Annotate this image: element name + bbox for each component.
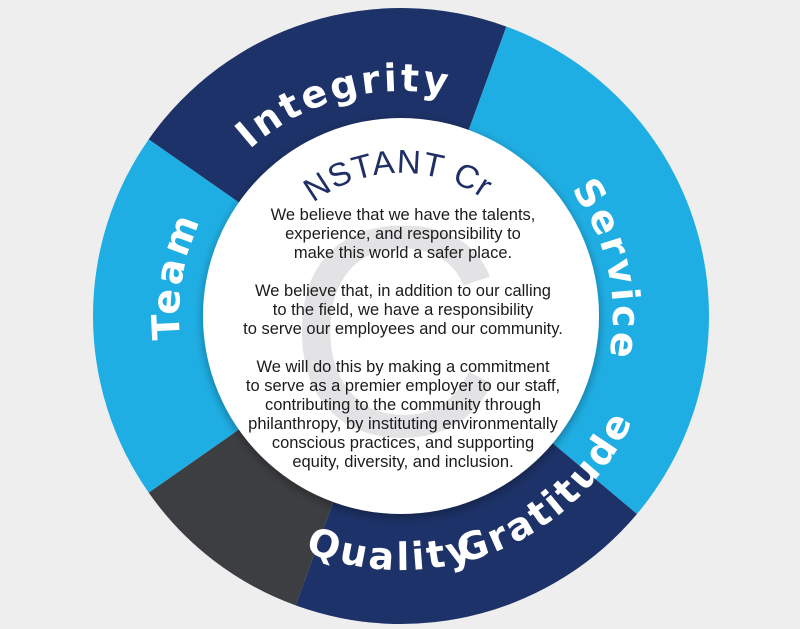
credo-line: philanthropy, by instituting environment… [248, 415, 558, 433]
credo-line: We believe that, in addition to our call… [255, 282, 551, 300]
credo-body: We believe that we have the talents, exp… [238, 206, 568, 491]
credo-line: conscious practices, and supporting [271, 434, 535, 452]
credo-line: to serve our employees and our community… [243, 320, 563, 338]
credo-line: experience, and responsibility to [285, 225, 521, 243]
credo-paragraph-2: We believe that, in addition to our call… [238, 282, 568, 339]
segment-integrity [148, 7, 507, 230]
credo-line: to serve as a premier employer to our st… [245, 377, 561, 395]
credo-line: We will do this by making a commitment [256, 358, 550, 376]
credo-line: to the field, we have a responsibility [272, 301, 534, 319]
center-circle [203, 118, 599, 514]
watermark-logo: C [287, 163, 504, 499]
credo-line: We believe that we have the talents, [270, 206, 536, 224]
credo-paragraph-3: We will do this by making a commitment t… [238, 358, 568, 472]
credo-line: equity, diversity, and inclusion. [292, 453, 514, 471]
credo-line: make this world a safer place. [293, 244, 513, 262]
credo-line: contributing to the community through [264, 396, 542, 414]
credo-paragraph-1: We believe that we have the talents, exp… [238, 206, 568, 263]
